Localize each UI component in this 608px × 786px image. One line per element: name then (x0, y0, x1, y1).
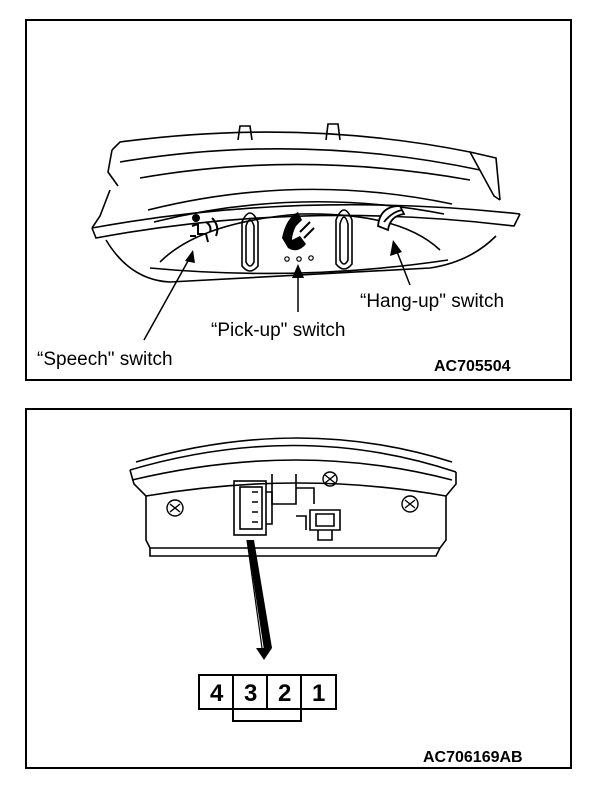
top-figure-code: AC705504 (434, 358, 511, 375)
button-divider-right (335, 209, 353, 270)
connector-pin-1: 1 (312, 680, 325, 707)
pickup-leader-line (292, 264, 304, 312)
switch-housing (91, 123, 521, 283)
connector-pin-3: 3 (244, 680, 257, 707)
button-divider-left (241, 212, 259, 272)
speech-leader-line (143, 250, 195, 341)
speech-switch-label: “Speech" switch (37, 349, 173, 370)
pickup-handset-icon (282, 212, 315, 251)
pickup-switch-label: “Pick-up" switch (211, 320, 346, 341)
hangup-handset-icon (377, 205, 406, 232)
top-figure-panel (25, 19, 572, 381)
connector-pin-4: 4 (210, 680, 224, 707)
hangup-leader-line (390, 240, 411, 286)
left-screw (166, 499, 184, 517)
right-screw (401, 495, 419, 513)
harness-connector (233, 480, 273, 536)
connector-leader-wedge (246, 539, 272, 660)
hangup-switch-label: “Hang-up" switch (360, 291, 504, 312)
connector-face (198, 674, 337, 722)
rear-housing (129, 437, 457, 557)
indicator-dots (284, 255, 314, 262)
speech-icon (190, 214, 219, 243)
center-screw (322, 471, 338, 487)
bottom-figure-code: AC706169AB (423, 749, 523, 766)
connector-pin-2: 2 (278, 680, 291, 707)
